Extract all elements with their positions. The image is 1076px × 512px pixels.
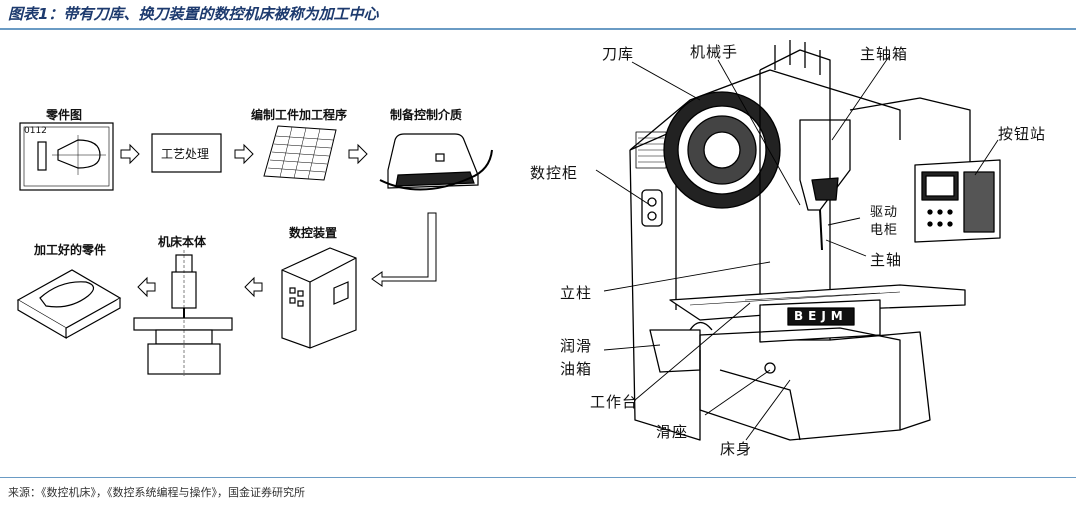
control-media-label: 制备控制介质 (390, 108, 463, 122)
callout-leaders (595, 54, 999, 441)
flow-return-arrow (371, 212, 437, 287)
drive-cabinet-label-line1: 驱动 (870, 205, 899, 220)
brand-plate-text: BEJM (794, 309, 848, 323)
part-number-label: 0112 (24, 126, 47, 136)
nc-cabinet-label: 数控柜 (530, 164, 579, 182)
part-drawing-icon (19, 122, 114, 191)
spindle-box-label: 主轴箱 (860, 45, 909, 63)
tool-magazine-label: 刀库 (602, 45, 635, 63)
process-box (151, 133, 222, 173)
source-note: 来源：《数控机床》，《数控系统编程与操作》，国金证券研究所 (8, 486, 305, 499)
finished-part-label: 加工好的零件 (34, 243, 107, 257)
flow-arrow-2 (234, 143, 254, 165)
column-label: 立柱 (560, 284, 593, 302)
lube-tank-label-line1: 润滑 (560, 337, 593, 355)
figure-title: 图表1：带有刀库、换刀装置的数控机床被称为加工中心 (8, 5, 379, 23)
process-label: 工艺处理 (161, 147, 210, 161)
programming-label: 编制工件加工程序 (251, 108, 348, 122)
button-station-label: 按钮站 (998, 125, 1047, 143)
worktable-label: 工作台 (590, 393, 639, 411)
machine-body-label: 机床本体 (158, 235, 207, 249)
nc-device-label: 数控装置 (289, 226, 338, 240)
flow-arrow-5 (137, 276, 156, 298)
machining-center-drawing (629, 40, 1001, 441)
part-drawing-label: 零件图 (46, 108, 83, 122)
finished-part-icon (16, 269, 122, 340)
spindle-label: 主轴 (870, 251, 903, 269)
control-media-icon (379, 133, 493, 191)
footer-rule (0, 477, 1076, 478)
manipulator-label: 机械手 (690, 43, 739, 61)
lube-tank-label-line2: 油箱 (560, 360, 593, 378)
saddle-label: 滑座 (656, 423, 689, 441)
program-sheet-icon (263, 125, 337, 181)
nc-device-icon (281, 247, 357, 349)
title-rule (0, 28, 1076, 30)
machine-body-icon (133, 250, 233, 376)
flow-arrow-3 (348, 143, 368, 165)
flow-arrow-1 (120, 143, 140, 165)
flow-arrow-4 (244, 276, 263, 298)
drive-cabinet-label-line2: 电柜 (870, 223, 899, 238)
bed-label: 床身 (720, 440, 753, 458)
